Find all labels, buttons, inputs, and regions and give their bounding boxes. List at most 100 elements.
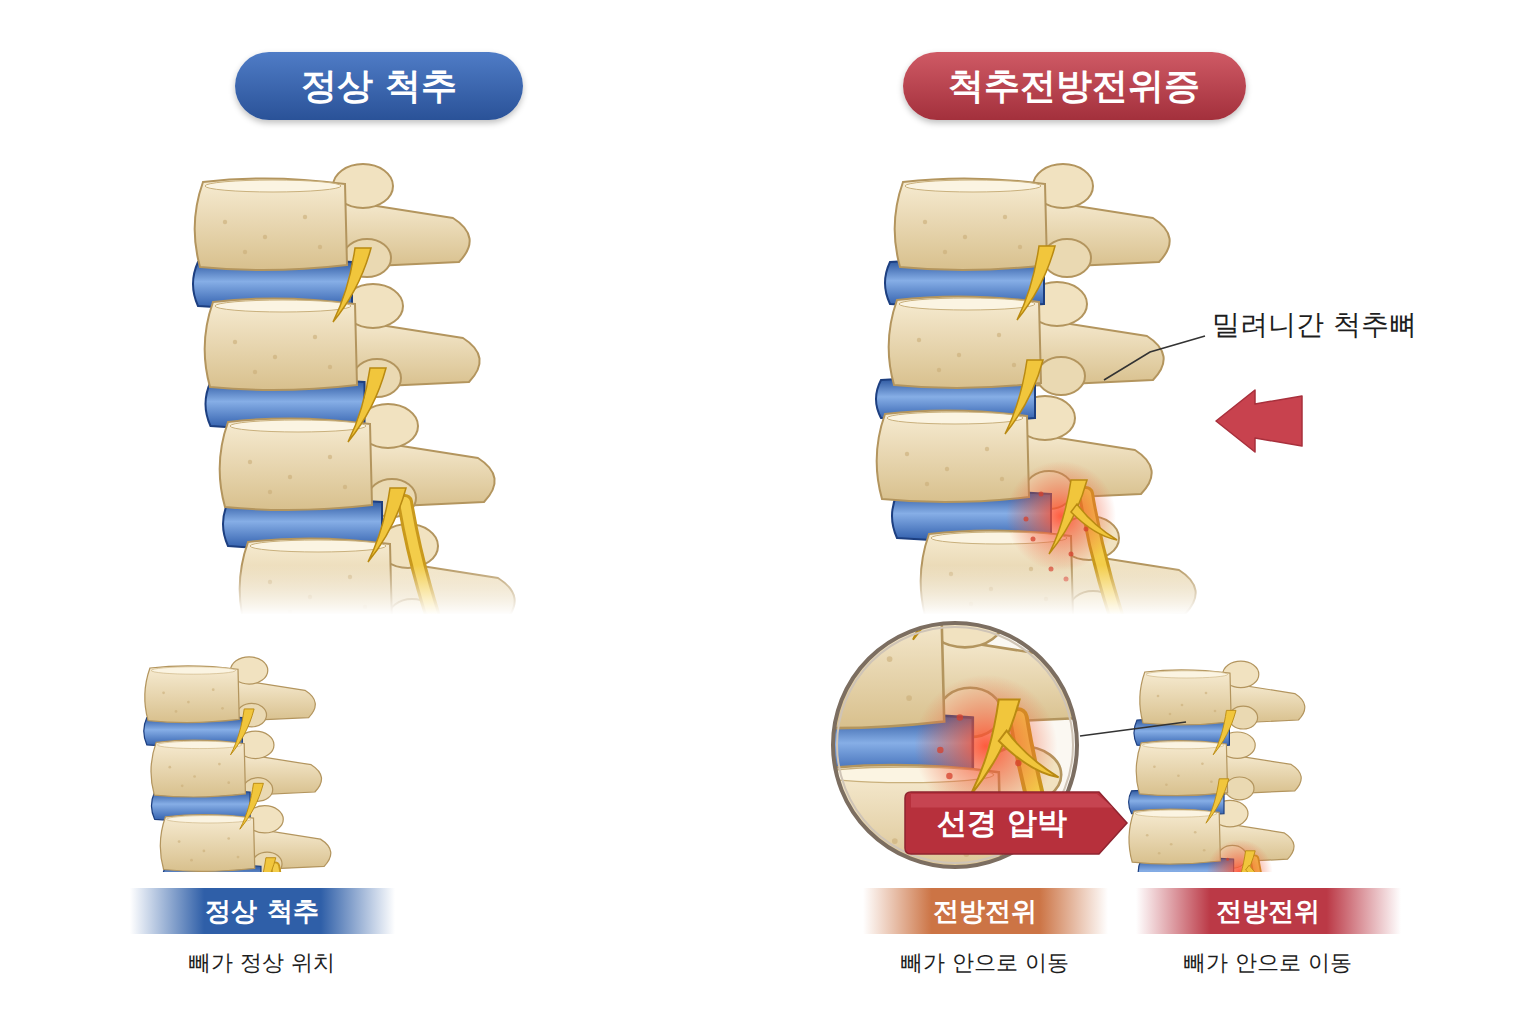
bone-texture [943,250,947,254]
bone-texture [824,554,830,560]
title-pill: 정상 척추 [235,52,523,120]
bone-texture [840,819,846,825]
nerve-root [348,368,386,442]
spine-scaled [193,164,515,614]
inflammation-dot [1024,517,1029,522]
bone-texture [175,710,178,713]
inflammation-dot [1069,552,1074,557]
nerve-root [1213,710,1236,754]
nerve-root [1246,865,1274,872]
bone-texture [273,355,277,359]
nerve-root [929,395,978,491]
intervertebral-disc [745,566,952,623]
bone-texture [187,701,190,704]
bone-texture [866,858,872,864]
bone-texture [832,400,838,406]
vertebral-body [205,298,357,390]
title-pill: 척추전방전위증 [903,52,1246,120]
vertebral-body [746,609,944,728]
fade-overlay [850,565,1310,615]
bone-texture [887,656,893,662]
nerve-root [231,709,255,755]
bone-texture [263,235,267,239]
bone-texture [162,691,165,694]
part-label: 밀려니간 척추뼈 [1212,306,1417,344]
bone-texture [190,859,193,862]
band-text: 전방전위 [1216,894,1320,929]
vertebral-body [1140,670,1231,725]
nerve-root [240,783,264,829]
articular-process [962,386,1024,435]
bone-texture [1169,713,1172,716]
bone-texture [178,840,181,843]
bone-texture [1158,852,1161,855]
bone-texture [237,856,240,859]
bone-texture [1203,849,1206,852]
bone-texture [902,508,908,514]
bone-texture [248,460,252,464]
vertebral-body [195,178,347,270]
bone-texture [221,707,224,710]
bone-texture [809,702,815,708]
bone-texture [193,775,196,778]
nerve-root [999,731,1059,778]
bone-texture [218,763,221,766]
vertebral-body [1136,741,1227,796]
endplate [1146,671,1228,678]
vertebral-body [895,178,1047,270]
bone-texture [1205,692,1208,695]
articular-process [1225,777,1254,800]
bone-texture [957,353,961,357]
title-text: 척추전방전위증 [948,62,1200,111]
inflammation-glow [1006,461,1116,571]
bone-texture [806,361,812,367]
vertebral-body [770,307,968,426]
band-text: 전방전위 [933,894,1037,929]
zoom-ring [833,623,1077,867]
bone-texture [922,547,928,553]
caption-band: 전방전위 [1136,888,1401,934]
bone-texture [910,355,916,361]
bone-texture [1146,834,1149,837]
endplate [899,298,1035,310]
inflammation-dot [1226,858,1229,861]
inflammation-dot [937,747,944,754]
vertebral-body [877,410,1029,502]
bone-texture [1210,780,1213,783]
bone-texture [1153,765,1156,768]
spine-scaled [1129,661,1321,872]
bone-texture [937,368,941,372]
bone-texture [1170,843,1173,846]
endplate [215,300,351,312]
bone-texture [313,335,317,339]
bone-texture [997,333,1001,337]
band-text: 정상 척추 [205,894,318,929]
bone-texture [1214,710,1217,713]
title-text: 정상 척추 [301,62,458,111]
endplate [775,463,952,479]
bone-texture [181,784,184,787]
bone-texture [945,467,949,471]
bone-texture [1201,762,1204,765]
endplate [205,180,341,192]
bone-texture [850,534,856,540]
bone-texture [858,381,864,387]
endplate [230,420,366,432]
bone-texture [288,475,292,479]
bone-texture [1018,245,1022,249]
nerve-root [1005,360,1043,434]
push-arrow [1216,390,1302,452]
bone-texture [168,766,171,769]
nerve-root [368,488,406,562]
spinous-process [923,330,1127,424]
bone-texture [1157,695,1160,698]
endplate [250,540,386,552]
vertebral-body [160,815,254,872]
bone-texture [930,394,936,400]
endplate [887,412,1023,424]
bone-texture [783,663,789,669]
bone-texture [963,235,967,239]
ground-line [820,871,1445,873]
